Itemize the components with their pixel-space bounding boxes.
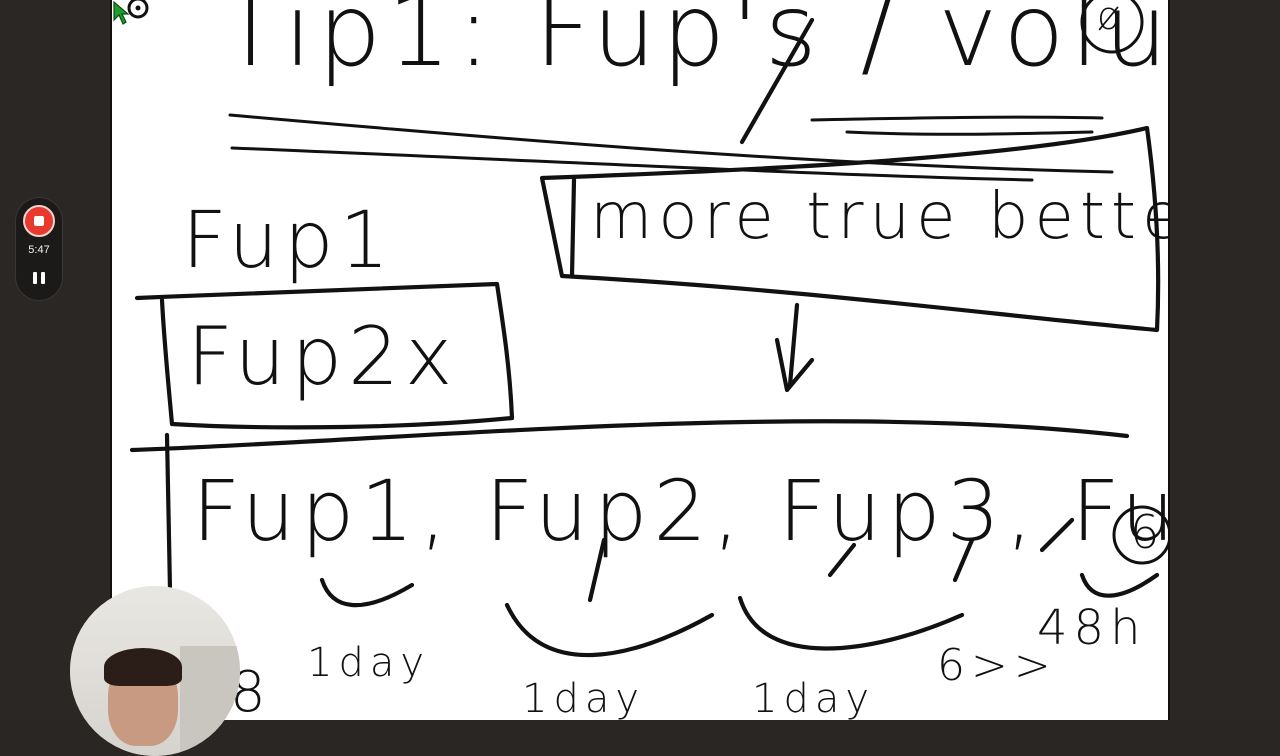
recording-controls: 5:47 — [16, 198, 62, 300]
bracket-1 — [319, 577, 415, 608]
note-1day-c: 1day — [752, 676, 876, 720]
webcam-bubble[interactable] — [70, 586, 240, 756]
note-box-text: more true better — [590, 180, 1170, 254]
right-margin — [1170, 0, 1280, 720]
fup1-label: Fup1 — [182, 196, 396, 286]
whiteboard-canvas[interactable]: Tip1: Fup's / volume ø more true better … — [110, 0, 1170, 720]
fup2x-box-text: Fup2x — [187, 310, 459, 403]
bracket-3 — [737, 595, 965, 651]
volume-underline-1 — [810, 115, 1104, 122]
recording-timer: 5:47 — [28, 244, 50, 256]
note-48h: 48h — [1037, 600, 1147, 656]
arrow-shaft — [787, 302, 800, 388]
note-box-left — [569, 177, 577, 279]
note-box-outline — [539, 125, 1161, 333]
arrow-head — [774, 337, 815, 393]
fup2x-box-outline — [134, 281, 515, 430]
bracket-4 — [1079, 572, 1160, 598]
sequence-bracket — [164, 432, 173, 593]
title-underline-2 — [230, 146, 1034, 182]
stop-recording-button[interactable] — [23, 205, 55, 237]
note-1day-b: 1day — [522, 676, 646, 720]
webcam-hair — [104, 648, 182, 686]
note-1day-a: 1day — [307, 640, 431, 686]
board-title: Tip1: Fup's / volume — [220, 0, 1170, 89]
volume-underline-2 — [845, 130, 1094, 136]
sequence-circle-outline — [1112, 505, 1168, 565]
comma-3 — [827, 542, 857, 578]
divider-stroke — [129, 419, 1130, 453]
comma-4 — [952, 537, 975, 583]
stop-icon — [34, 216, 44, 226]
title-underline-1 — [228, 113, 1114, 174]
note-6-greater: 6>> — [937, 640, 1057, 691]
webcam-shelf — [180, 646, 240, 756]
comma-5 — [1039, 517, 1075, 553]
title-slash — [739, 17, 815, 145]
bracket-2 — [504, 602, 715, 658]
target-icon — [127, 0, 149, 19]
title-circle-mark: ø — [1097, 0, 1127, 38]
comma-2 — [587, 537, 607, 603]
sequence-circle-label: 6 — [1130, 505, 1166, 559]
pause-icon[interactable] — [30, 270, 48, 286]
target-dot — [135, 5, 141, 11]
cursor-icon — [113, 0, 130, 25]
fup-sequence: Fup1, Fup2, Fup3, Fup4,5, — [192, 462, 1168, 560]
ink-strokes — [127, 0, 1168, 658]
title-circle — [1080, 0, 1144, 54]
